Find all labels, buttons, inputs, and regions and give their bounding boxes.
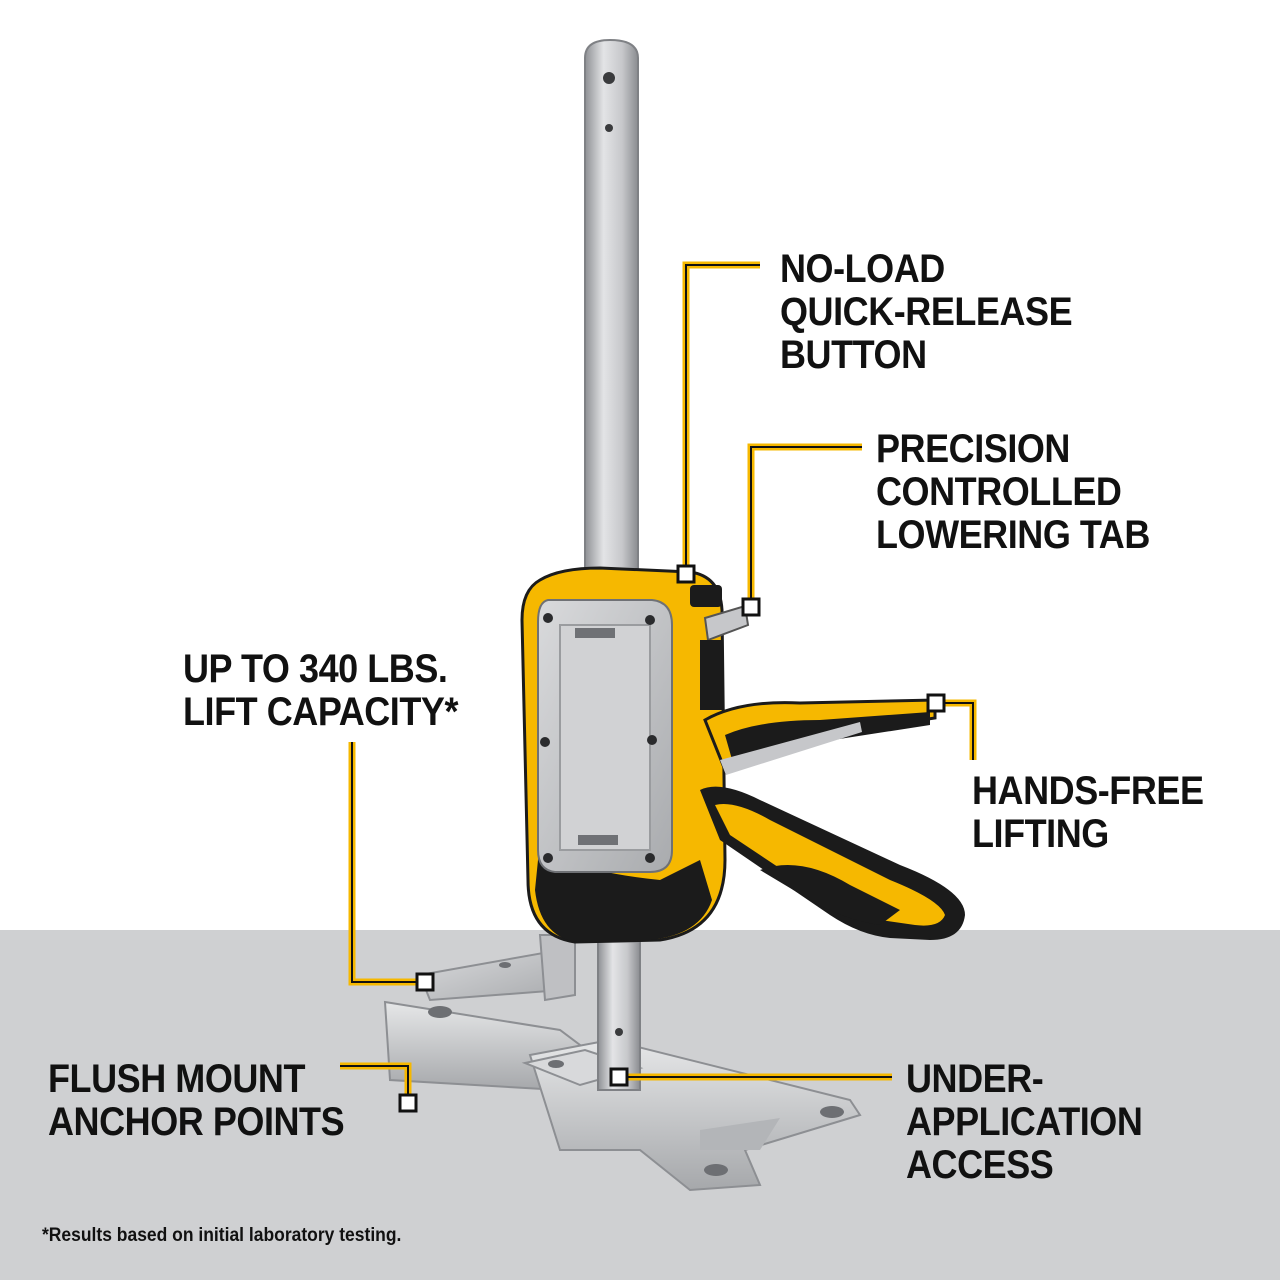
callout-line: BUTTON [780,333,927,377]
callout-hands-free-lifting: HANDS-FREE LIFTING [972,770,1204,856]
callout-line: UNDER- [906,1057,1044,1101]
quick-release-button [690,585,722,607]
lower-column [597,929,641,1091]
callout-line: LIFT CAPACITY* [183,690,459,734]
side-plate [537,599,673,873]
upper-column [584,38,639,601]
lowering-tab [703,604,750,642]
callout-line: QUICK-RELEASE [780,290,1073,334]
callout-line: PRECISION [876,427,1070,471]
callout-line: ACCESS [906,1143,1054,1187]
marker-quick-release [676,564,696,584]
callout-line: NO-LOAD [780,247,945,291]
lift-bracket [418,948,564,1002]
leader-lines [340,261,977,1103]
callout-lift-capacity: UP TO 340 LBS. LIFT CAPACITY* [183,648,458,734]
marker-hands-free [926,693,946,713]
footnote: *Results based on initial laboratory tes… [42,1225,402,1246]
callout-line: HANDS-FREE [972,769,1204,813]
marker-under-application [609,1067,629,1087]
callout-flush-mount-anchor: FLUSH MOUNT ANCHOR POINTS [48,1057,345,1144]
handle-grip [700,786,965,940]
callout-line: CONTROLLED [876,470,1122,514]
callout-line: LOWERING TAB [876,513,1150,557]
column-hole [615,1028,623,1036]
marker-lowering-tab [741,597,761,617]
callout-line: UP TO 340 LBS. [183,647,448,691]
handle-lever [703,698,937,775]
marker-lift-capacity [415,972,435,992]
callout-under-application-access: UNDER- APPLICATION ACCESS [906,1057,1143,1187]
callout-markers [398,564,946,1113]
callout-no-load-quick-release: NO-LOAD QUICK-RELEASE BUTTON [780,247,1073,377]
callout-line: LIFTING [972,812,1109,856]
callout-line: FLUSH MOUNT [48,1057,306,1101]
callout-precision-lowering: PRECISION CONTROLLED LOWERING TAB [876,428,1150,557]
callout-line: APPLICATION [906,1100,1143,1144]
marker-flush-mount [398,1093,418,1113]
callout-line: ANCHOR POINTS [48,1100,345,1144]
